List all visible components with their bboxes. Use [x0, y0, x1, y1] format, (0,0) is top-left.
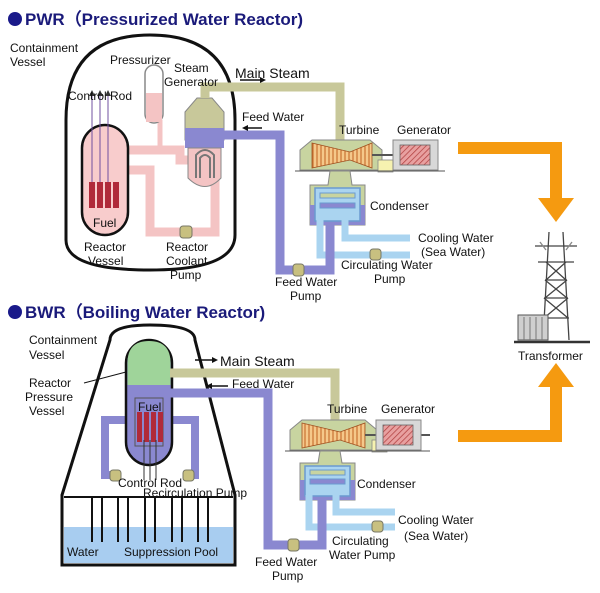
bwr-label-containment: Containment	[29, 333, 98, 347]
bwr-label-cooling-water-2: (Sea Water)	[404, 529, 468, 543]
bwr-label-water: Water	[67, 545, 99, 559]
bwr-section: BWR（Boiling Water Reactor)	[8, 302, 474, 583]
pwr-reactor-coolant-pump	[179, 225, 193, 239]
bwr-power-arrowhead-icon	[538, 363, 574, 387]
bwr-label-generator: Generator	[381, 402, 435, 416]
pwr-label-feed-water-pump: Feed Water	[275, 275, 337, 289]
pwr-bullet-icon	[8, 12, 22, 26]
pwr-cooling-water-out	[341, 220, 410, 242]
pwr-label-feed-water-pump-2: Pump	[290, 289, 322, 303]
pwr-label-rcp-2: Coolant	[166, 254, 208, 268]
bwr-bullet-icon	[8, 305, 22, 319]
pwr-power-arrowhead-icon	[538, 198, 574, 222]
pwr-label-main-steam: Main Steam	[235, 65, 310, 81]
pwr-label-pressurizer: Pressurizer	[110, 53, 171, 67]
bwr-main-steam-pipe	[170, 368, 340, 420]
power-output: Transformer	[458, 142, 590, 442]
pwr-label-circulating-pump-2: Pump	[374, 272, 406, 286]
bwr-label-containment-2: Vessel	[29, 348, 64, 362]
pwr-label-generator: Generator	[397, 123, 451, 137]
bwr-label-condenser: Condenser	[357, 477, 416, 491]
pwr-label-rcp-3: Pump	[170, 268, 202, 282]
pwr-label-fuel: Fuel	[93, 216, 116, 230]
bwr-label-turbine: Turbine	[327, 402, 368, 416]
pwr-condenser	[309, 170, 366, 226]
pwr-label-reactor-vessel: Reactor	[84, 240, 126, 254]
bwr-label-control-rod: Control Rod	[118, 476, 182, 490]
pwr-label-steam-generator-2: Generator	[164, 75, 218, 89]
bwr-recirc-loop-left	[101, 416, 128, 479]
pwr-section: PWR（Pressurized Water Reactor)	[8, 9, 494, 303]
pwr-label-turbine: Turbine	[339, 123, 380, 137]
pwr-label-cooling-water: Cooling Water	[418, 231, 494, 245]
pwr-label-feed-water: Feed Water	[242, 110, 304, 124]
bwr-fuel-rods	[137, 412, 163, 442]
bwr-recirc-pump-left	[109, 469, 122, 482]
pwr-label-circulating-pump: Circulating Water	[341, 258, 433, 272]
pwr-label-rcp: Reactor	[166, 240, 208, 254]
bwr-cooling-water-in	[305, 495, 395, 531]
bwr-label-main-steam: Main Steam	[220, 353, 295, 369]
bwr-power-arrow	[458, 385, 562, 442]
bwr-label-rpv-3: Vessel	[29, 404, 64, 418]
pwr-label-reactor-vessel-2: Vessel	[88, 254, 123, 268]
bwr-cooling-water-out	[332, 495, 395, 516]
bwr-label-feed-water-pump-2: Pump	[272, 569, 304, 583]
bwr-condenser	[299, 450, 356, 501]
bwr-label-circulating-pump: Circulating	[332, 534, 389, 548]
bwr-label-suppression-pool: Suppression Pool	[124, 545, 218, 559]
pwr-label-containment-2: Vessel	[10, 55, 45, 69]
pwr-label-containment: Containment	[10, 41, 79, 55]
pwr-generator	[392, 139, 439, 171]
label-transformer: Transformer	[518, 349, 583, 363]
bwr-label-feed-water: Feed Water	[232, 377, 294, 391]
transformer-icon	[517, 314, 549, 341]
pwr-feed-water-pump	[292, 263, 305, 277]
bwr-label-feed-water-pump: Feed Water	[255, 555, 317, 569]
pwr-title: PWR（Pressurized Water Reactor)	[25, 9, 303, 29]
pwr-label-steam-generator: Steam	[174, 61, 209, 75]
bwr-title: BWR（Boiling Water Reactor)	[25, 302, 265, 322]
bwr-turbine	[289, 419, 378, 451]
bwr-label-cooling-water: Cooling Water	[398, 513, 474, 527]
bwr-label-circulating-pump-2: Water Pump	[329, 548, 396, 562]
pwr-label-condenser: Condenser	[370, 199, 429, 213]
pwr-circulating-water-pump	[369, 248, 382, 261]
pwr-fuel-rods	[89, 182, 119, 208]
pwr-label-control-rod: Control Rod	[68, 89, 132, 103]
pwr-power-arrow	[458, 142, 562, 200]
bwr-feed-water-pipe	[170, 388, 295, 550]
pwr-turbine	[299, 139, 383, 171]
bwr-label-fuel: Fuel	[138, 400, 161, 414]
bwr-label-rpv-2: Pressure	[25, 390, 73, 404]
bwr-generator	[375, 419, 422, 451]
pwr-main-steam-pipe	[200, 82, 345, 145]
bwr-feed-water-pump	[287, 538, 300, 552]
bwr-recirc-pump-right	[182, 469, 195, 482]
pwr-cold-leg-pipe	[125, 165, 220, 237]
bwr-label-rpv: Reactor	[29, 376, 71, 390]
bwr-circulating-water-pump	[371, 520, 384, 533]
bwr-label-recirculation-pump: Recirculation Pump	[143, 486, 247, 500]
pwr-label-cooling-water-2: (Sea Water)	[421, 245, 485, 259]
